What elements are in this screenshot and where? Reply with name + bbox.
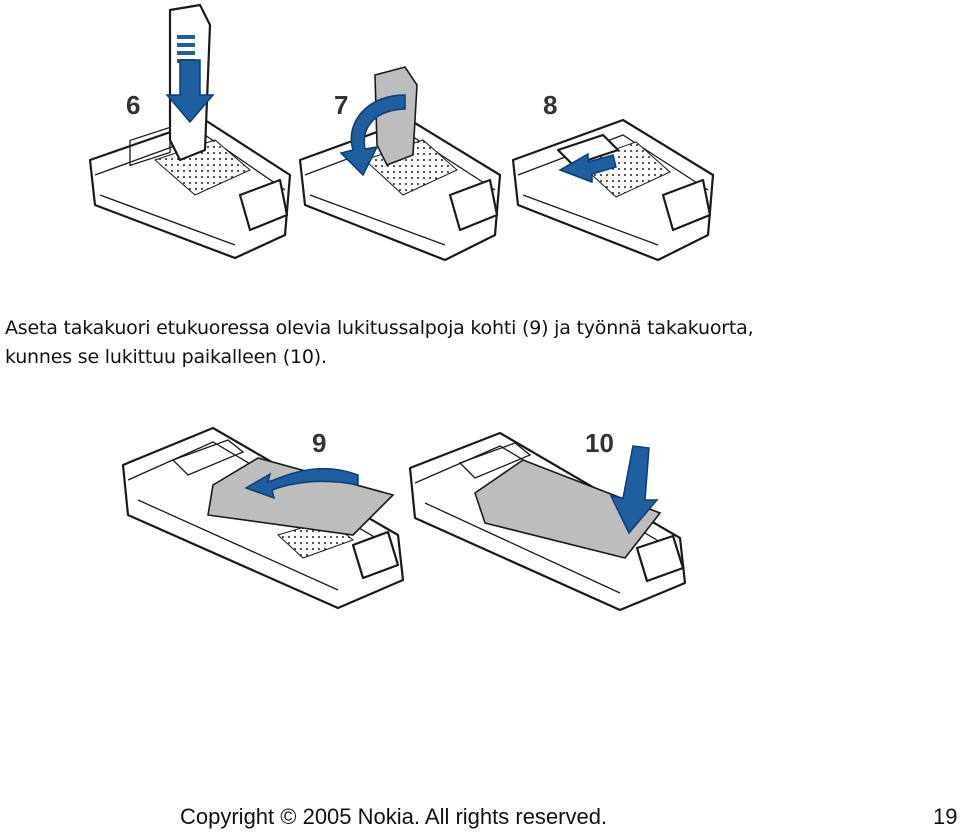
instruction-line-1: Aseta takakuori etukuoressa olevia lukit… <box>5 317 754 339</box>
step-label-10: 10 <box>585 428 614 458</box>
back-cover-slide-illustration <box>121 426 405 610</box>
sim-lock-illustration <box>511 118 715 262</box>
instruction-text: Aseta takakuori etukuoressa olevia lukit… <box>5 314 955 372</box>
step-label-8: 8 <box>543 90 558 120</box>
step-label-6: 6 <box>126 90 141 120</box>
sim-insert-illustration <box>88 3 292 260</box>
copyright-text: Copyright © 2005 Nokia. All rights reser… <box>180 804 608 829</box>
back-cover-press-illustration <box>408 431 687 612</box>
step-label-7: 7 <box>334 90 349 120</box>
page-footer: Copyright © 2005 Nokia. All rights reser… <box>0 802 960 837</box>
step-label-9: 9 <box>312 428 327 458</box>
instruction-line-2: kunnes se lukittuu paikalleen (10). <box>5 346 327 368</box>
page-number: 19 <box>933 804 958 829</box>
sim-close-illustration <box>298 66 502 262</box>
